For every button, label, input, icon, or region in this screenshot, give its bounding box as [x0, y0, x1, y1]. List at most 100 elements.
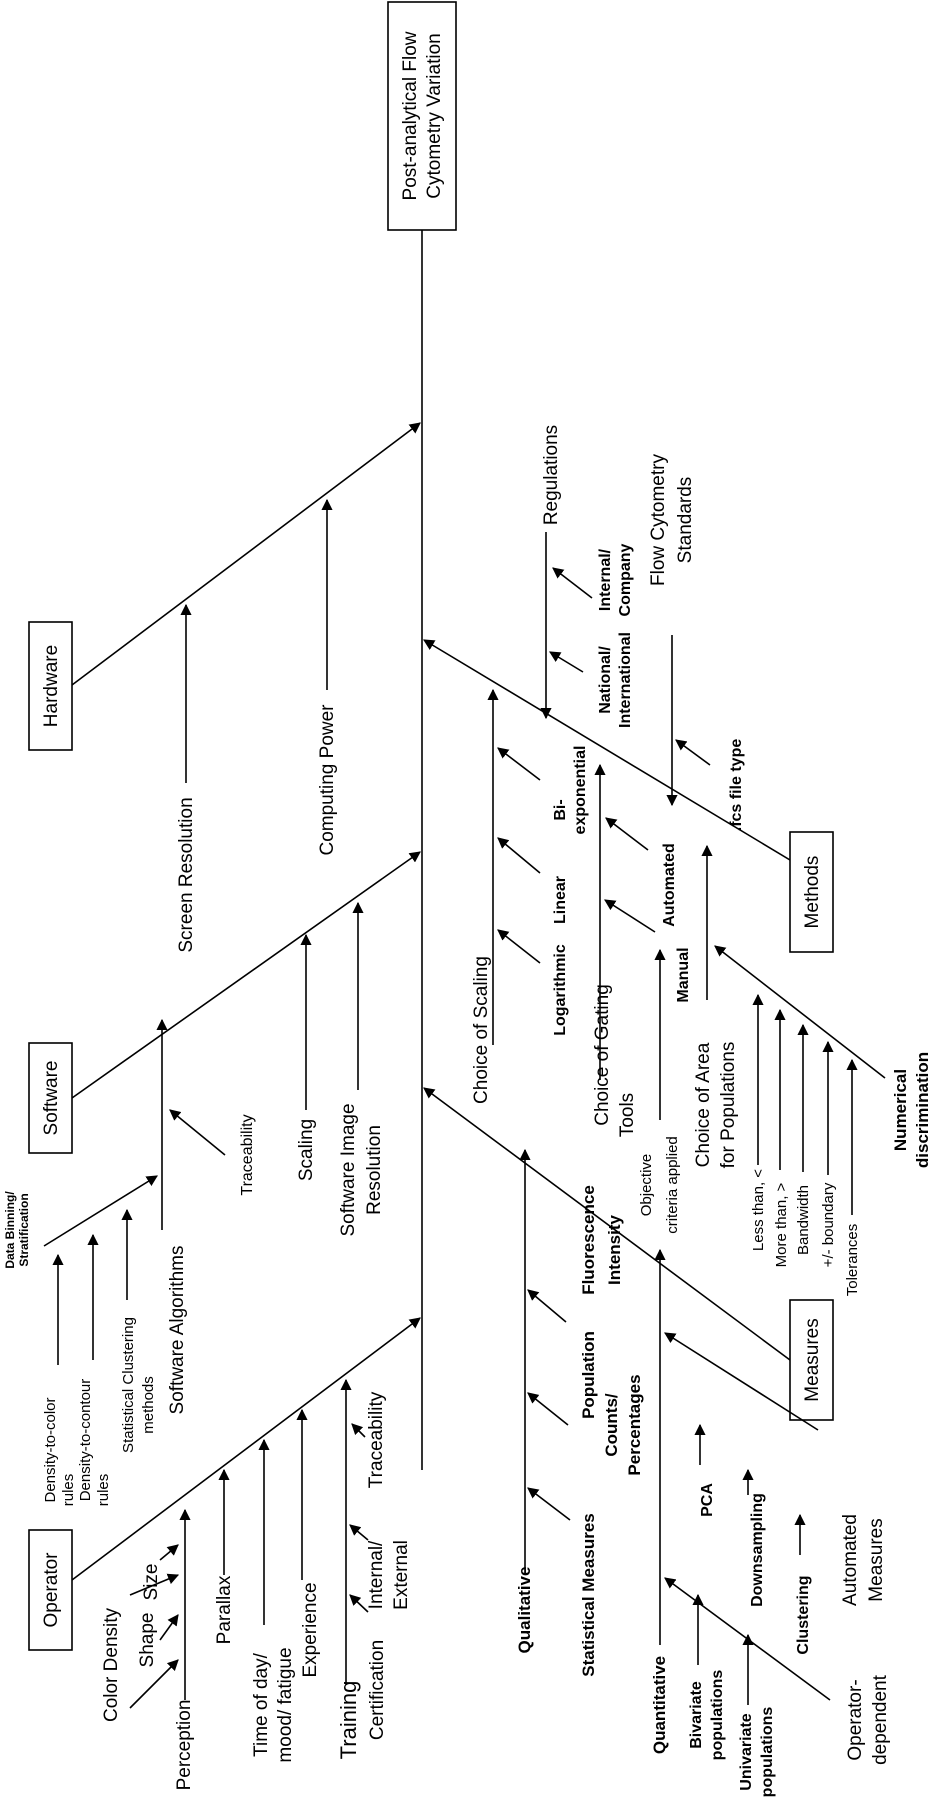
manual-label: Manual [675, 947, 692, 1002]
fc-standards-label-1: Flow Cytometry [648, 454, 669, 586]
national-international-label-1: National/ [597, 646, 614, 714]
internal-company-label-2: Company [617, 543, 634, 616]
statistical-clustering-label-2: methods [140, 1376, 157, 1434]
operator-dependent-label-1: Operator- [845, 1679, 866, 1760]
statistical-measures-label: Statistical Measures [579, 1513, 598, 1676]
internal-external-label-1: Internal/ [366, 1540, 387, 1609]
fc-standards-label-2: Standards [675, 477, 696, 564]
operator-dependent-label-2: dependent [870, 1674, 891, 1765]
national-international-arrow [549, 651, 584, 673]
choice-of-area-label-2: for Populations [718, 1042, 739, 1169]
data-binning-label-1: Data Binning/ [3, 1191, 17, 1269]
effect-label-line2: Cytometry Variation [424, 33, 445, 198]
internal-company-arrow [552, 567, 593, 599]
linear-arrow [497, 837, 541, 874]
methods-bone [423, 639, 816, 876]
density-to-color-label-2: rules [60, 1474, 77, 1507]
color-density-arrow [129, 1659, 179, 1709]
training-label: Training [336, 1681, 361, 1760]
logarithmic-label: Logarithmic [552, 944, 569, 1036]
logarithmic-arrow [497, 929, 541, 964]
software-algorithms-sub-bone [43, 1175, 158, 1247]
screen-resolution-label: Screen Resolution [176, 797, 197, 952]
quantitative-label: Quantitative [650, 1656, 669, 1754]
data-binning-label-2: Stratification [17, 1193, 31, 1266]
numerical-discrimination-label-2: discrimination [913, 1052, 932, 1168]
effect-box: Post-analytical Flow Cytometry Variation [387, 1, 457, 231]
fcs-file-type-arrow [675, 739, 711, 766]
pca-label: PCA [699, 1483, 716, 1517]
univariate-label-2: populations [759, 1707, 776, 1798]
automated-measures-label-2: Measures [866, 1518, 887, 1601]
measures-box: Measures [789, 1299, 834, 1421]
choice-of-gating-label-2: Tools [617, 1093, 638, 1137]
numerical-discrimination-label-1: Numerical [891, 1069, 910, 1151]
bi-exponential-arrow [497, 747, 541, 781]
clustering-label: Clustering [795, 1575, 812, 1654]
objective-criteria-label-2: criteria applied [664, 1136, 681, 1234]
regulations-label: Regulations [541, 425, 562, 525]
national-international-label-2: International [617, 632, 634, 728]
software-box: Software [28, 1042, 73, 1154]
effect-label-line1: Post-analytical Flow [400, 31, 421, 200]
automated-measures-label-1: Automated [840, 1514, 861, 1606]
internal-company-label-1: Internal/ [597, 548, 614, 611]
numerical-discrimination-line [714, 945, 886, 1079]
choice-of-scaling-label: Choice of Scaling [471, 956, 492, 1104]
fluorescence-intensity-label-2: Intensity [605, 1215, 624, 1285]
software-bone [71, 851, 421, 1099]
hardware-bone [71, 422, 421, 686]
methods-label: Methods [802, 856, 823, 929]
size-arrow-2 [159, 1544, 179, 1561]
certification-arrow [349, 1594, 369, 1613]
choice-of-area-label-1: Choice of Area [693, 1042, 714, 1167]
population-counts-label-2: Counts/ [602, 1393, 621, 1457]
objective-criteria-label-1: Objective [638, 1154, 655, 1217]
population-counts-label-3: Percentages [625, 1374, 644, 1475]
manual-arrow [604, 899, 656, 933]
operator-bone [71, 1317, 421, 1581]
bivariate-label-2: populations [709, 1670, 726, 1761]
hardware-box: Hardware [28, 621, 73, 751]
size-arrow [129, 1573, 180, 1596]
shape-label: Shape [137, 1613, 158, 1668]
fluorescence-intensity-arrow [527, 1289, 567, 1323]
density-to-contour-label-1: Density-to-contour [77, 1379, 94, 1502]
less-than-label: Less than, < [750, 1169, 767, 1251]
more-than-label: More than, > [773, 1182, 790, 1267]
shape-arrow [159, 1614, 179, 1641]
time-of-day-label-1: Time of day/ [251, 1652, 272, 1757]
bi-exponential-label-1: Bi- [552, 799, 569, 820]
software-algorithms-label: Software Algorithms [167, 1246, 188, 1415]
measures-label: Measures [802, 1318, 823, 1401]
internal-external-label-2: External [391, 1540, 412, 1610]
population-counts-arrow [527, 1392, 569, 1426]
software-label: Software [41, 1061, 62, 1136]
time-of-day-label-2: mood/ fatigue [275, 1647, 296, 1762]
downsampling-label: Downsampling [749, 1493, 766, 1607]
population-counts-label-1: Population [579, 1331, 598, 1419]
qualitative-label: Qualitative [515, 1567, 534, 1654]
software-image-resolution-label-2: Resolution [364, 1125, 385, 1215]
bandwidth-label: Bandwidth [795, 1185, 812, 1255]
operator-box: Operator [28, 1529, 73, 1651]
automated-label: Automated [661, 843, 678, 927]
bivariate-label-1: Bivariate [688, 1681, 705, 1749]
boundary-label: +/- boundary [820, 1182, 837, 1267]
density-to-color-label-1: Density-to-color [42, 1397, 59, 1502]
parallax-label: Parallax [214, 1575, 235, 1644]
computing-power-label: Computing Power [317, 704, 338, 856]
operator-label: Operator [41, 1552, 62, 1628]
automated-measures-line [664, 1332, 819, 1431]
scaling-label: Scaling [296, 1119, 317, 1181]
fcs-file-type-label: .fcs file type [728, 739, 745, 832]
hardware-label: Hardware [41, 645, 62, 727]
perception-label: Perception [174, 1700, 195, 1791]
methods-box: Methods [789, 831, 834, 953]
measures-bone [423, 1087, 791, 1361]
size-label: Size [141, 1564, 162, 1601]
linear-label: Linear [552, 876, 569, 924]
internal-external-arrow [349, 1524, 369, 1541]
statistical-measures-arrow [527, 1487, 571, 1521]
